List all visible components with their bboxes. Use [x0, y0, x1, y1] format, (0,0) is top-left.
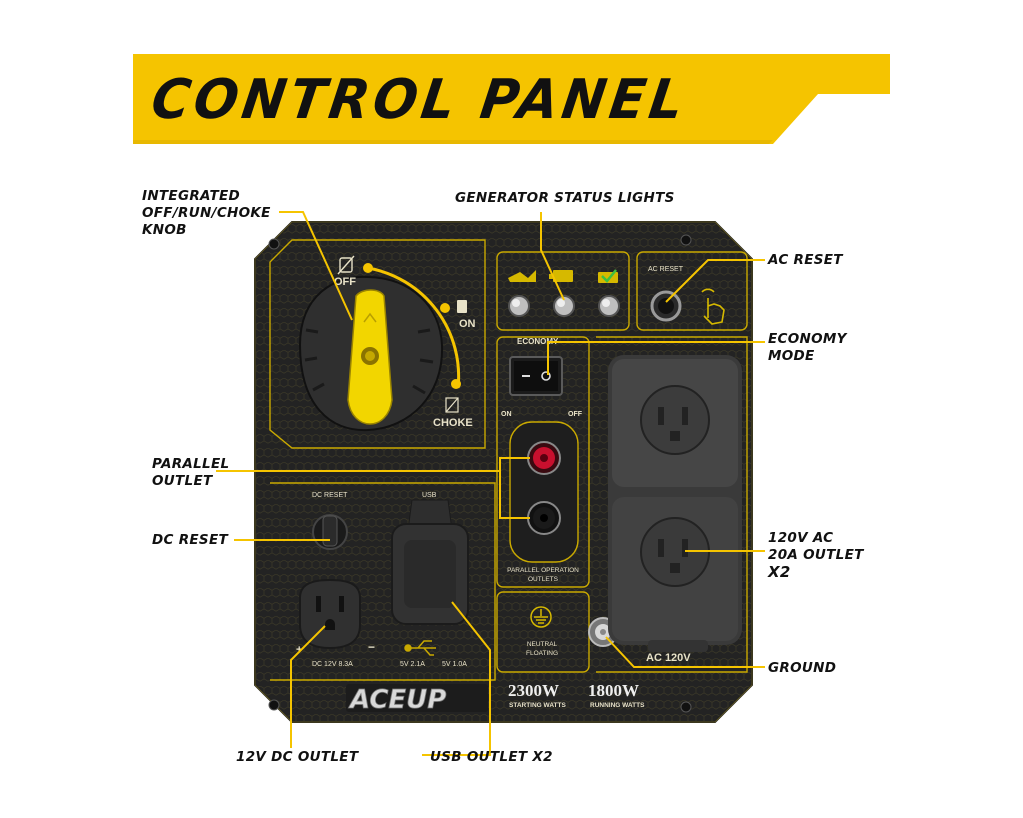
parallel-outlet-black	[527, 501, 561, 535]
dc-outlet	[299, 578, 361, 650]
oil-warning-icon	[508, 270, 536, 282]
aceup-logo: ACEUP	[346, 684, 488, 715]
callout-usb-outlet: USB OUTLET X2	[430, 749, 553, 765]
choke-icon	[445, 397, 459, 413]
callout-ac-reset: AC RESET	[768, 252, 843, 268]
economy-off-label: OFF	[568, 411, 582, 418]
knob-off-label: OFF	[334, 276, 356, 288]
parallel-outlet-red	[527, 441, 561, 475]
running-watts-value: 1800W	[588, 681, 639, 700]
ac-120v-label: AC 120V	[646, 652, 691, 664]
panel-usb-label: USB	[422, 492, 437, 499]
screw-icon	[268, 699, 280, 711]
hand-press-icon	[701, 288, 725, 325]
screw-icon	[680, 234, 692, 246]
knob-choke-label: CHOKE	[433, 417, 473, 429]
status-led	[508, 295, 530, 317]
svg-text:ACEUP: ACEUP	[348, 685, 446, 715]
screw-icon	[268, 238, 280, 250]
status-led	[598, 295, 620, 317]
usb-rating-1-label: 5V 2.1A	[400, 661, 425, 668]
ac-outlet-1	[640, 385, 710, 455]
dc-rating-label: DC 12V 8.3A	[312, 661, 353, 668]
engine-overload-icon	[549, 270, 573, 282]
off-run-choke-knob	[298, 275, 444, 432]
running-watts-label: RUNNING WATTS	[590, 702, 645, 709]
screw-icon	[680, 701, 692, 713]
ac-outlet-2	[640, 517, 710, 587]
dc-minus-label: −	[368, 640, 376, 654]
fuel-off-icon	[339, 257, 353, 273]
economy-on-label: ON	[501, 411, 512, 418]
panel-economy-label: ECONOMY	[517, 337, 559, 346]
usb-rating-2-label: 5V 1.0A	[442, 661, 467, 668]
output-ready-icon	[598, 269, 618, 283]
status-led	[553, 295, 575, 317]
ground-symbol-icon	[530, 606, 552, 628]
fuel-on-icon	[457, 300, 467, 313]
dc-plus-label: +	[296, 644, 303, 656]
starting-watts-value: 2300W	[508, 681, 559, 700]
panel-dc-reset-label: DC RESET	[312, 492, 348, 499]
callout-status-lights: GENERATOR STATUS LIGHTS	[455, 190, 675, 206]
panel-ac-reset-label: AC RESET	[648, 266, 684, 273]
callout-dc-outlet: 12V DC OUTLET	[236, 749, 359, 765]
usb-outlet-cover	[391, 499, 469, 625]
title-banner	[133, 54, 890, 144]
usb-icon	[404, 640, 436, 656]
knob-on-label: ON	[459, 318, 476, 330]
starting-watts-label: STARTING WATTS	[509, 702, 566, 709]
callout-dc-reset: DC RESET	[152, 532, 228, 548]
callout-ground: GROUND	[768, 660, 837, 676]
